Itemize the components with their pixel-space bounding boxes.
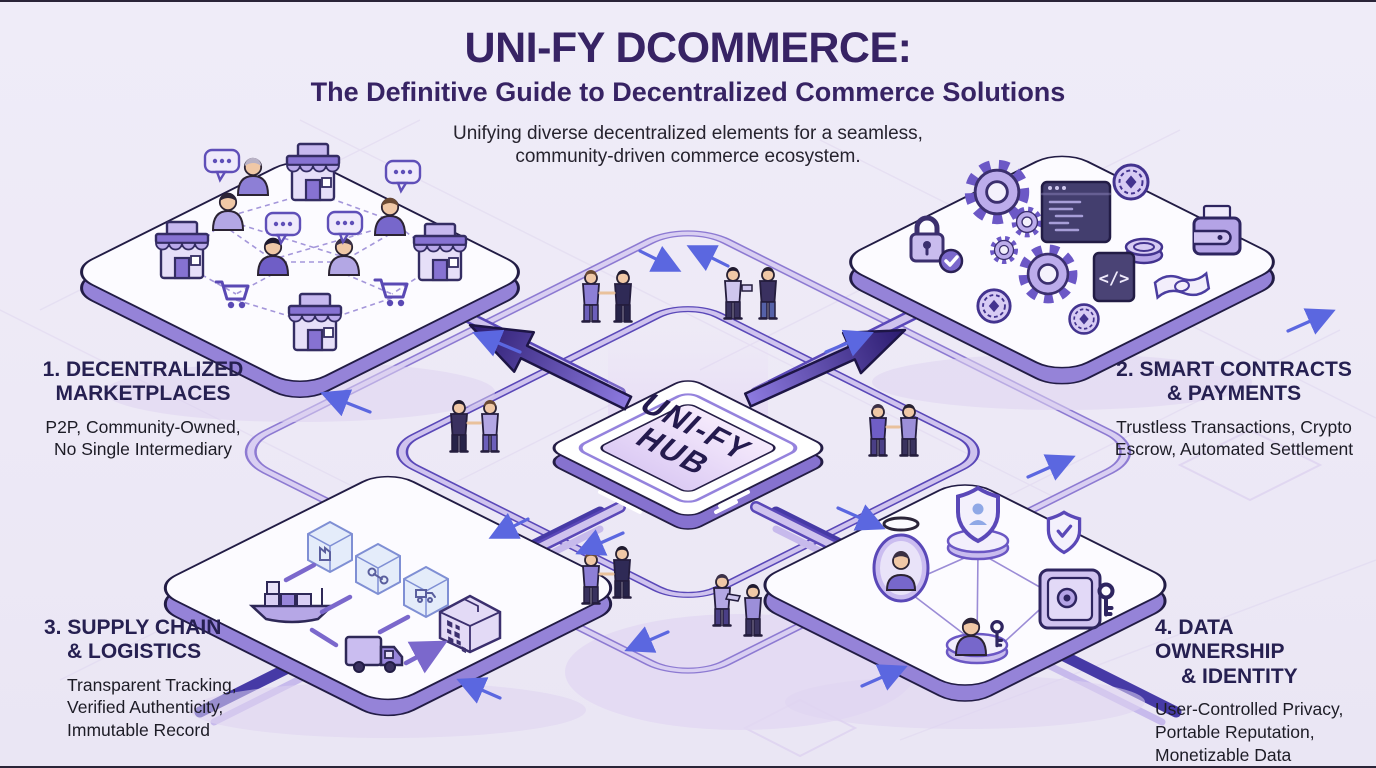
tagline-line2: community-driven commerce ecosystem. <box>515 146 861 168</box>
people <box>449 265 919 637</box>
small-flow-arrows <box>320 245 1336 704</box>
section-desc-line: Immutable Record <box>67 720 210 741</box>
identity-shield-icon <box>956 485 1000 544</box>
code-brackets-icon: </> <box>1092 251 1136 303</box>
code-window-icon <box>1040 180 1112 244</box>
section-heading: 3. SUPPLY CHAIN <box>44 616 222 639</box>
section-desc-line: No Single Intermediary <box>54 439 232 460</box>
page-subtitle: The Definitive Guide to Decentralized Co… <box>310 77 1066 108</box>
platform-marketplaces <box>80 162 520 422</box>
quadrant-marketplaces <box>154 142 468 352</box>
section-heading: 2. SMART CONTRACTS <box>1116 358 1352 381</box>
section-label-smart-contracts-payments: 2. SMART CONTRACTS & PAYMENTS Trustless … <box>1106 358 1362 461</box>
checkmark-badge-icon <box>938 248 964 274</box>
handshake-pair <box>581 544 632 605</box>
coin-icon <box>1068 303 1100 335</box>
handshake-pair <box>868 402 919 457</box>
code-glyph: </> <box>1099 269 1130 289</box>
section-label-supply-chain-logistics: 3. SUPPLY CHAIN & LOGISTICS Transparent … <box>44 616 274 742</box>
top-border <box>0 0 1376 2</box>
gear-icon <box>972 167 1023 218</box>
section-heading: MARKETPLACES <box>55 382 231 406</box>
section-desc-line: P2P, Community-Owned, <box>45 416 241 437</box>
quadrant-smart-contracts: </> <box>911 163 1242 335</box>
coin-icon <box>1112 163 1150 201</box>
quadrant-supply-chain <box>250 521 502 672</box>
supply-cube-factory <box>307 521 353 573</box>
vault-icon <box>1038 568 1102 630</box>
handshake-pair <box>581 268 633 323</box>
section-heading: & LOGISTICS <box>67 640 202 664</box>
section-desc-line: Portable Reputation, <box>1155 721 1315 742</box>
section-desc-line: User-Controlled Privacy, <box>1155 699 1344 720</box>
quadrant-data-identity <box>872 485 1115 665</box>
standing-pair-tablet <box>723 265 778 320</box>
section-heading: & IDENTITY <box>1181 664 1298 688</box>
tagline: Unifying diverse decentralized elements … <box>0 122 1376 168</box>
standing-pair-laptop <box>712 572 763 637</box>
section-desc-line: Escrow, Automated Settlement <box>1114 439 1354 460</box>
section-heading: 1. DECENTRALIZED <box>42 358 244 381</box>
halo-avatar-icon <box>872 516 930 603</box>
section-heading: 4. DATA OWNERSHIP <box>1155 616 1285 664</box>
section-desc-line: Verified Authenticity, <box>67 697 224 718</box>
page-title: UNI-FY DCOMMERCE: <box>464 24 912 72</box>
section-desc-line: Monetizable Data <box>1155 744 1292 765</box>
supply-cube-truck <box>403 566 449 618</box>
hub-chip: UNI-FY HUB <box>552 330 824 530</box>
wallet-icon <box>1192 204 1242 256</box>
section-heading: & PAYMENTS <box>1166 382 1302 406</box>
header: UNI-FY DCOMMERCE: The Definitive Guide t… <box>0 24 1376 168</box>
section-desc-line: Trustless Transactions, Crypto <box>1116 416 1352 437</box>
section-label-decentralized-marketplaces: 1. DECENTRALIZED MARKETPLACES P2P, Commu… <box>18 358 268 461</box>
bottom-border <box>0 766 1376 768</box>
tagline-line1: Unifying diverse decentralized elements … <box>453 123 923 145</box>
section-label-data-ownership-identity: 4. DATA OWNERSHIP & IDENTITY User-Contro… <box>1155 616 1365 766</box>
handshake-pair <box>449 398 500 453</box>
section-desc-line: Transparent Tracking, <box>67 674 237 695</box>
flow-arrow-left <box>468 323 633 411</box>
supply-cube-network <box>355 543 401 595</box>
coin-icon <box>976 288 1012 324</box>
